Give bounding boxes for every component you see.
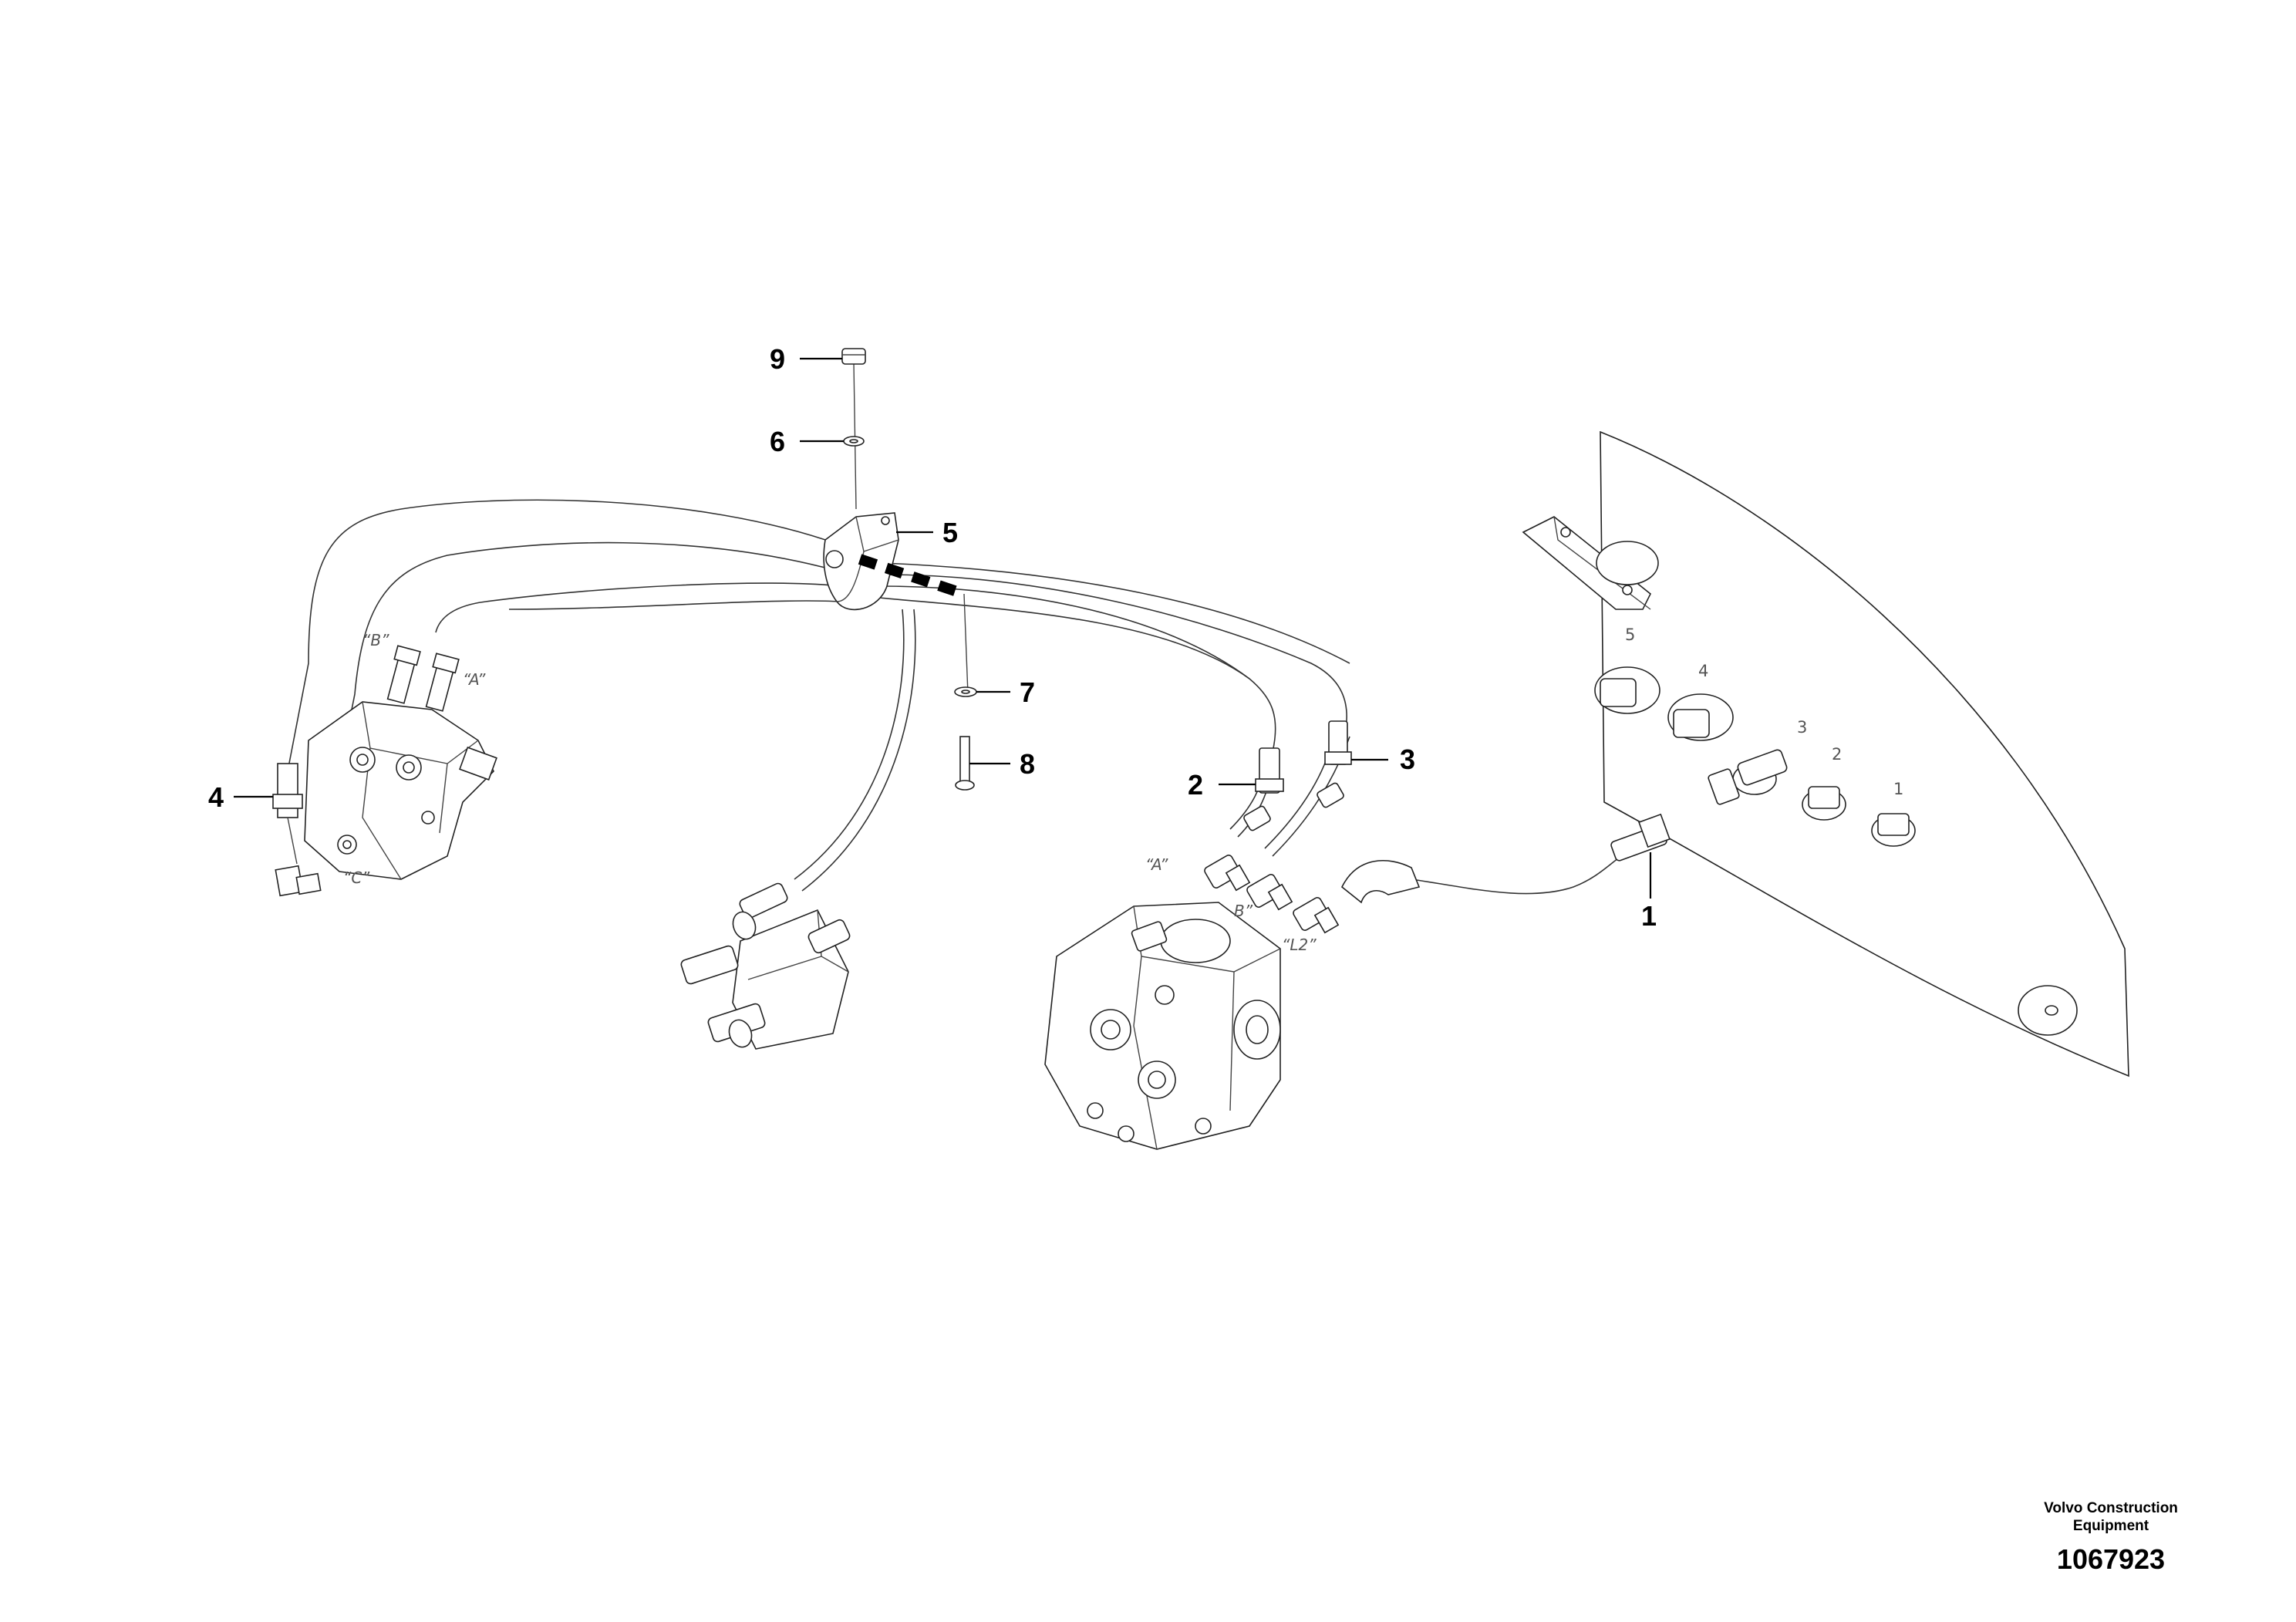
leader-lines [234,357,1652,899]
brand-line-1: Volvo Construction [2044,1500,2178,1517]
brand-line-2: Equipment [2072,1518,2149,1535]
callout-1: 1 [1641,900,1657,932]
callout-numbers: 1 2 3 4 5 6 7 8 9 [208,343,1657,932]
brand-block: Volvo Construction Equipment 1067923 [1988,1500,2234,1576]
callout-6: 6 [770,426,785,457]
callout-2: 2 [1188,769,1203,801]
hose-fittings [1243,720,1352,831]
port-label-pump-b: B” [1234,902,1253,920]
drawing-number: 1067923 [2056,1543,2166,1575]
port-label-pump-a: “A” [1145,855,1168,874]
callout-8: 8 [1020,748,1035,780]
hose-lines [286,499,1636,895]
callout-3: 3 [1400,744,1415,775]
left-motor [272,645,497,897]
hydraulic-pump [1044,855,1421,1150]
panel-port-numbers: 1 2 3 4 5 [1625,626,1903,798]
brand-name: Volvo Construction Equipment [1988,1500,2234,1536]
port-labels: “B” “A” “C” “A” B” “L2” [343,631,1317,954]
callout-5: 5 [942,517,958,548]
port-label-pump-l2: “L2” [1282,936,1317,954]
port-label-left-a: “A” [463,670,486,689]
panel-port-2: 2 [1832,745,1842,764]
hose-clamp [823,512,969,695]
callout-4: 4 [208,781,224,813]
tank-panel [1522,430,2129,1077]
callout-7: 7 [1020,676,1035,708]
panel-port-1: 1 [1893,780,1903,798]
port-label-left-c: “C” [343,868,370,887]
panel-port-5: 5 [1625,626,1635,644]
valve-block [680,882,851,1050]
clamp-hardware [841,348,977,791]
panel-port-3: 3 [1797,718,1807,737]
callout-9: 9 [770,343,785,375]
panel-port-4: 4 [1698,662,1708,680]
port-label-left-b: “B” [362,631,389,649]
